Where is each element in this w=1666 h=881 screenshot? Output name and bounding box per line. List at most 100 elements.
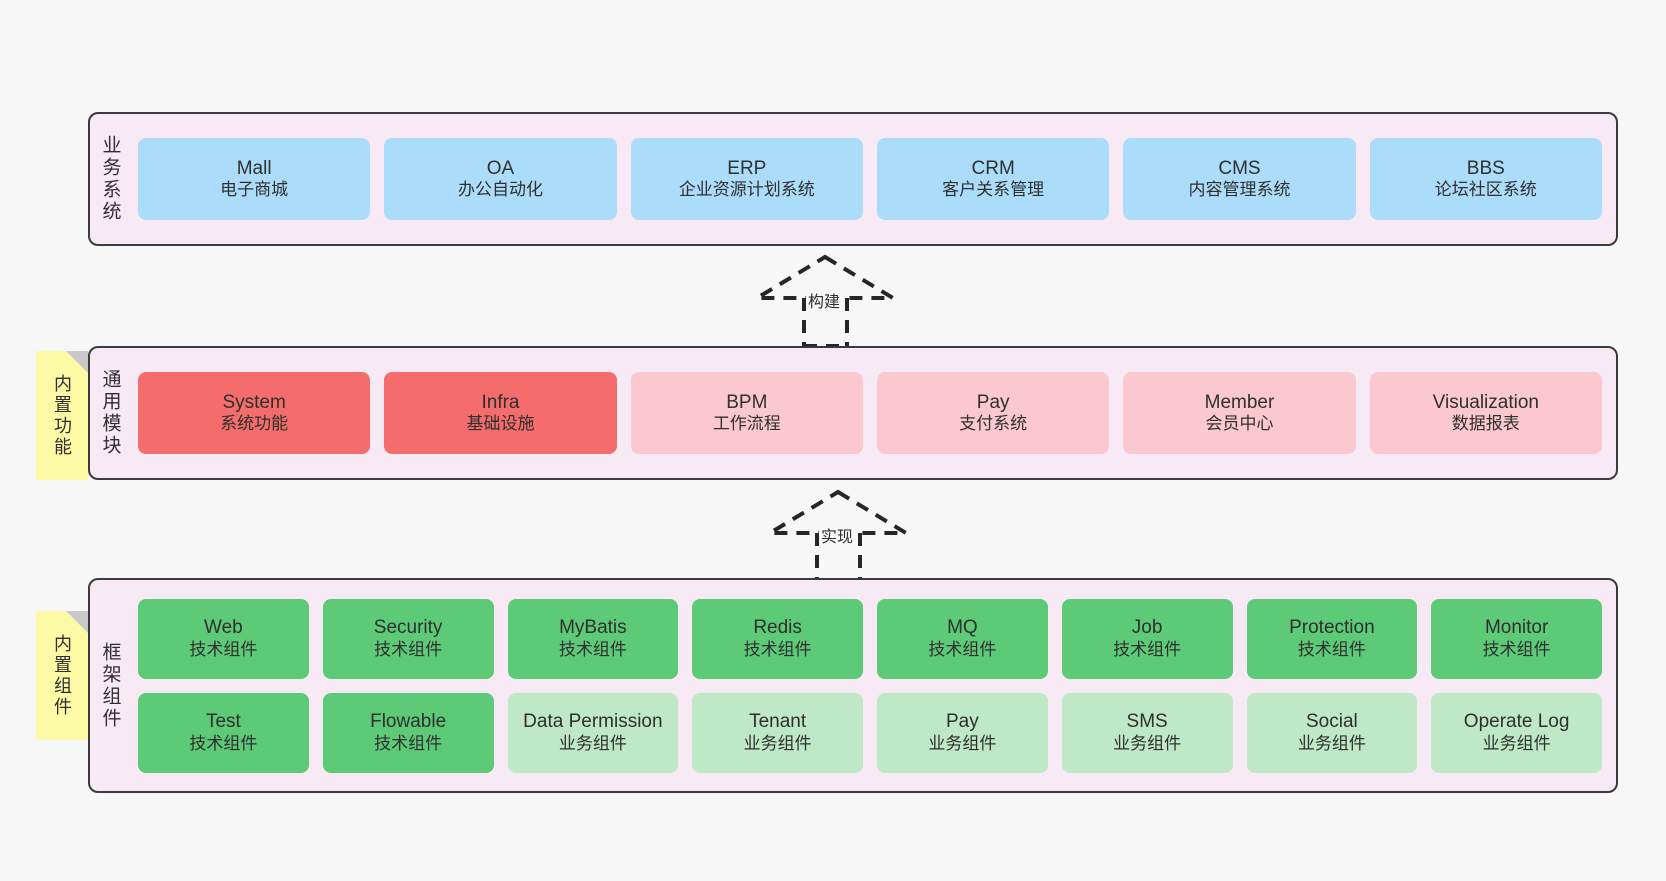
card-title: Security	[373, 617, 443, 639]
layer-business-system: 业务系统 Mall 电子商城 OA 办公自动化 ERP 企业资源计划系统 CRM…	[88, 112, 1618, 246]
business-card-mall[interactable]: Mall 电子商城	[138, 138, 371, 220]
card-subtitle: 支付系统	[959, 414, 1028, 434]
component-card-mq[interactable]: MQ 技术组件	[877, 598, 1048, 679]
card-title: Member	[1204, 391, 1275, 413]
note-label: 内置组件	[52, 633, 72, 718]
card-subtitle: 客户关系管理	[942, 180, 1045, 200]
layer-common-module: 通用模块 System 系统功能 Infra 基础设施 BPM 工作流程 Pay…	[88, 346, 1618, 480]
note-builtin-component: 内置组件	[36, 611, 88, 740]
card-title: Mall	[236, 157, 272, 179]
component-card-data-permission[interactable]: Data Permission 业务组件	[507, 692, 679, 773]
connector-implement-label: 实现	[819, 523, 856, 547]
component-card-operate-log[interactable]: Operate Log 业务组件	[1431, 692, 1602, 773]
card-title: Pay	[946, 711, 979, 733]
card-title: ERP	[727, 157, 767, 179]
component-card-monitor[interactable]: Monitor 技术组件	[1431, 598, 1602, 679]
card-title: Pay	[976, 391, 1010, 413]
component-card-social[interactable]: Social 业务组件	[1246, 692, 1418, 773]
note-label: 内置功能	[52, 373, 72, 458]
card-subtitle: 业务组件	[1482, 733, 1551, 753]
card-subtitle: 业务组件	[743, 733, 812, 753]
card-title: CRM	[971, 157, 1015, 179]
business-card-crm[interactable]: CRM 客户关系管理	[876, 138, 1110, 220]
module-card-infra[interactable]: Infra 基础设施	[384, 372, 617, 454]
module-card-bpm[interactable]: BPM 工作流程	[630, 372, 863, 454]
card-subtitle: 办公自动化	[457, 180, 543, 200]
layer-body-common-module: System 系统功能 Infra 基础设施 BPM 工作流程 Pay 支付系统…	[130, 348, 1616, 478]
common-module-row: System 系统功能 Infra 基础设施 BPM 工作流程 Pay 支付系统…	[138, 372, 1602, 454]
component-card-protection[interactable]: Protection 技术组件	[1246, 598, 1418, 679]
component-card-tenant[interactable]: Tenant 业务组件	[692, 692, 863, 773]
note-fold-corner-icon	[66, 611, 88, 633]
component-card-web[interactable]: Web 技术组件	[138, 598, 309, 679]
card-title: Data Permission	[523, 711, 663, 733]
card-title: Flowable	[370, 711, 447, 733]
component-card-test[interactable]: Test 技术组件	[138, 692, 309, 773]
card-subtitle: 内容管理系统	[1188, 180, 1291, 200]
card-title: Job	[1131, 617, 1163, 639]
layer-label-business-system: 业务系统	[99, 135, 121, 223]
component-card-security[interactable]: Security 技术组件	[322, 598, 494, 679]
card-subtitle: 会员中心	[1205, 414, 1274, 434]
card-title: Tenant	[749, 711, 807, 733]
card-subtitle: 技术组件	[374, 733, 443, 753]
card-subtitle: 业务组件	[928, 733, 997, 753]
module-card-member[interactable]: Member 会员中心	[1123, 372, 1356, 454]
card-title: Infra	[481, 391, 520, 413]
card-subtitle: 技术组件	[743, 639, 812, 659]
card-title: System	[222, 391, 286, 413]
card-subtitle: 业务组件	[558, 733, 627, 753]
layer-label-framework-component: 框架组件	[99, 641, 121, 730]
note-builtin-function: 内置功能	[36, 351, 88, 480]
card-subtitle: 系统功能	[220, 414, 289, 434]
note-fold-corner-icon	[66, 351, 88, 373]
card-title: CMS	[1218, 157, 1261, 179]
module-card-pay[interactable]: Pay 支付系统	[876, 372, 1110, 454]
business-card-erp[interactable]: ERP 企业资源计划系统	[630, 138, 863, 220]
business-system-row: Mall 电子商城 OA 办公自动化 ERP 企业资源计划系统 CRM 客户关系…	[138, 138, 1602, 220]
component-card-sms[interactable]: SMS 业务组件	[1061, 692, 1233, 773]
card-title: Monitor	[1484, 617, 1549, 639]
business-card-cms[interactable]: CMS 内容管理系统	[1123, 138, 1356, 220]
component-card-job[interactable]: Job 技术组件	[1061, 598, 1233, 679]
card-subtitle: 数据报表	[1451, 414, 1520, 434]
card-title: OA	[486, 157, 515, 179]
component-card-pay[interactable]: Pay 业务组件	[877, 692, 1048, 773]
card-subtitle: 业务组件	[1297, 733, 1366, 753]
card-subtitle: 技术组件	[1297, 639, 1366, 659]
card-subtitle: 技术组件	[1482, 639, 1551, 659]
card-subtitle: 技术组件	[558, 639, 627, 659]
card-subtitle: 企业资源计划系统	[678, 180, 815, 200]
component-card-flowable[interactable]: Flowable 技术组件	[322, 692, 494, 773]
card-title: Web	[204, 617, 243, 639]
card-title: Protection	[1289, 617, 1375, 639]
card-subtitle: 电子商城	[220, 180, 289, 200]
card-title: MyBatis	[559, 617, 627, 639]
module-card-visualization[interactable]: Visualization 数据报表	[1369, 372, 1602, 454]
layer-body-business-system: Mall 电子商城 OA 办公自动化 ERP 企业资源计划系统 CRM 客户关系…	[130, 114, 1616, 244]
card-title: Visualization	[1432, 391, 1539, 413]
connector-implement: 实现	[762, 487, 918, 583]
card-subtitle: 工作流程	[712, 414, 781, 434]
card-title: Social	[1306, 711, 1358, 733]
card-subtitle: 技术组件	[189, 733, 258, 753]
business-card-oa[interactable]: OA 办公自动化	[384, 138, 617, 220]
connector-build-label: 构建	[806, 288, 843, 312]
layer-label-common-module: 通用模块	[99, 369, 121, 457]
framework-component-row-technical: Web 技术组件 Security 技术组件 MyBatis 技术组件 Redi…	[138, 598, 1602, 679]
framework-component-row-business: Test 技术组件 Flowable 技术组件 Data Permission …	[138, 692, 1602, 773]
card-subtitle: 技术组件	[928, 639, 997, 659]
module-card-system[interactable]: System 系统功能	[138, 372, 371, 454]
component-card-mybatis[interactable]: MyBatis 技术组件	[507, 598, 679, 679]
card-subtitle: 技术组件	[1113, 639, 1182, 659]
business-card-bbs[interactable]: BBS 论坛社区系统	[1369, 138, 1602, 220]
card-title: Test	[205, 711, 241, 733]
card-subtitle: 论坛社区系统	[1434, 180, 1537, 200]
card-title: Redis	[753, 617, 802, 639]
layer-body-framework-component: Web 技术组件 Security 技术组件 MyBatis 技术组件 Redi…	[130, 580, 1616, 791]
card-subtitle: 技术组件	[189, 639, 258, 659]
component-card-redis[interactable]: Redis 技术组件	[692, 598, 863, 679]
card-title: BPM	[726, 391, 768, 413]
card-title: SMS	[1126, 711, 1168, 733]
